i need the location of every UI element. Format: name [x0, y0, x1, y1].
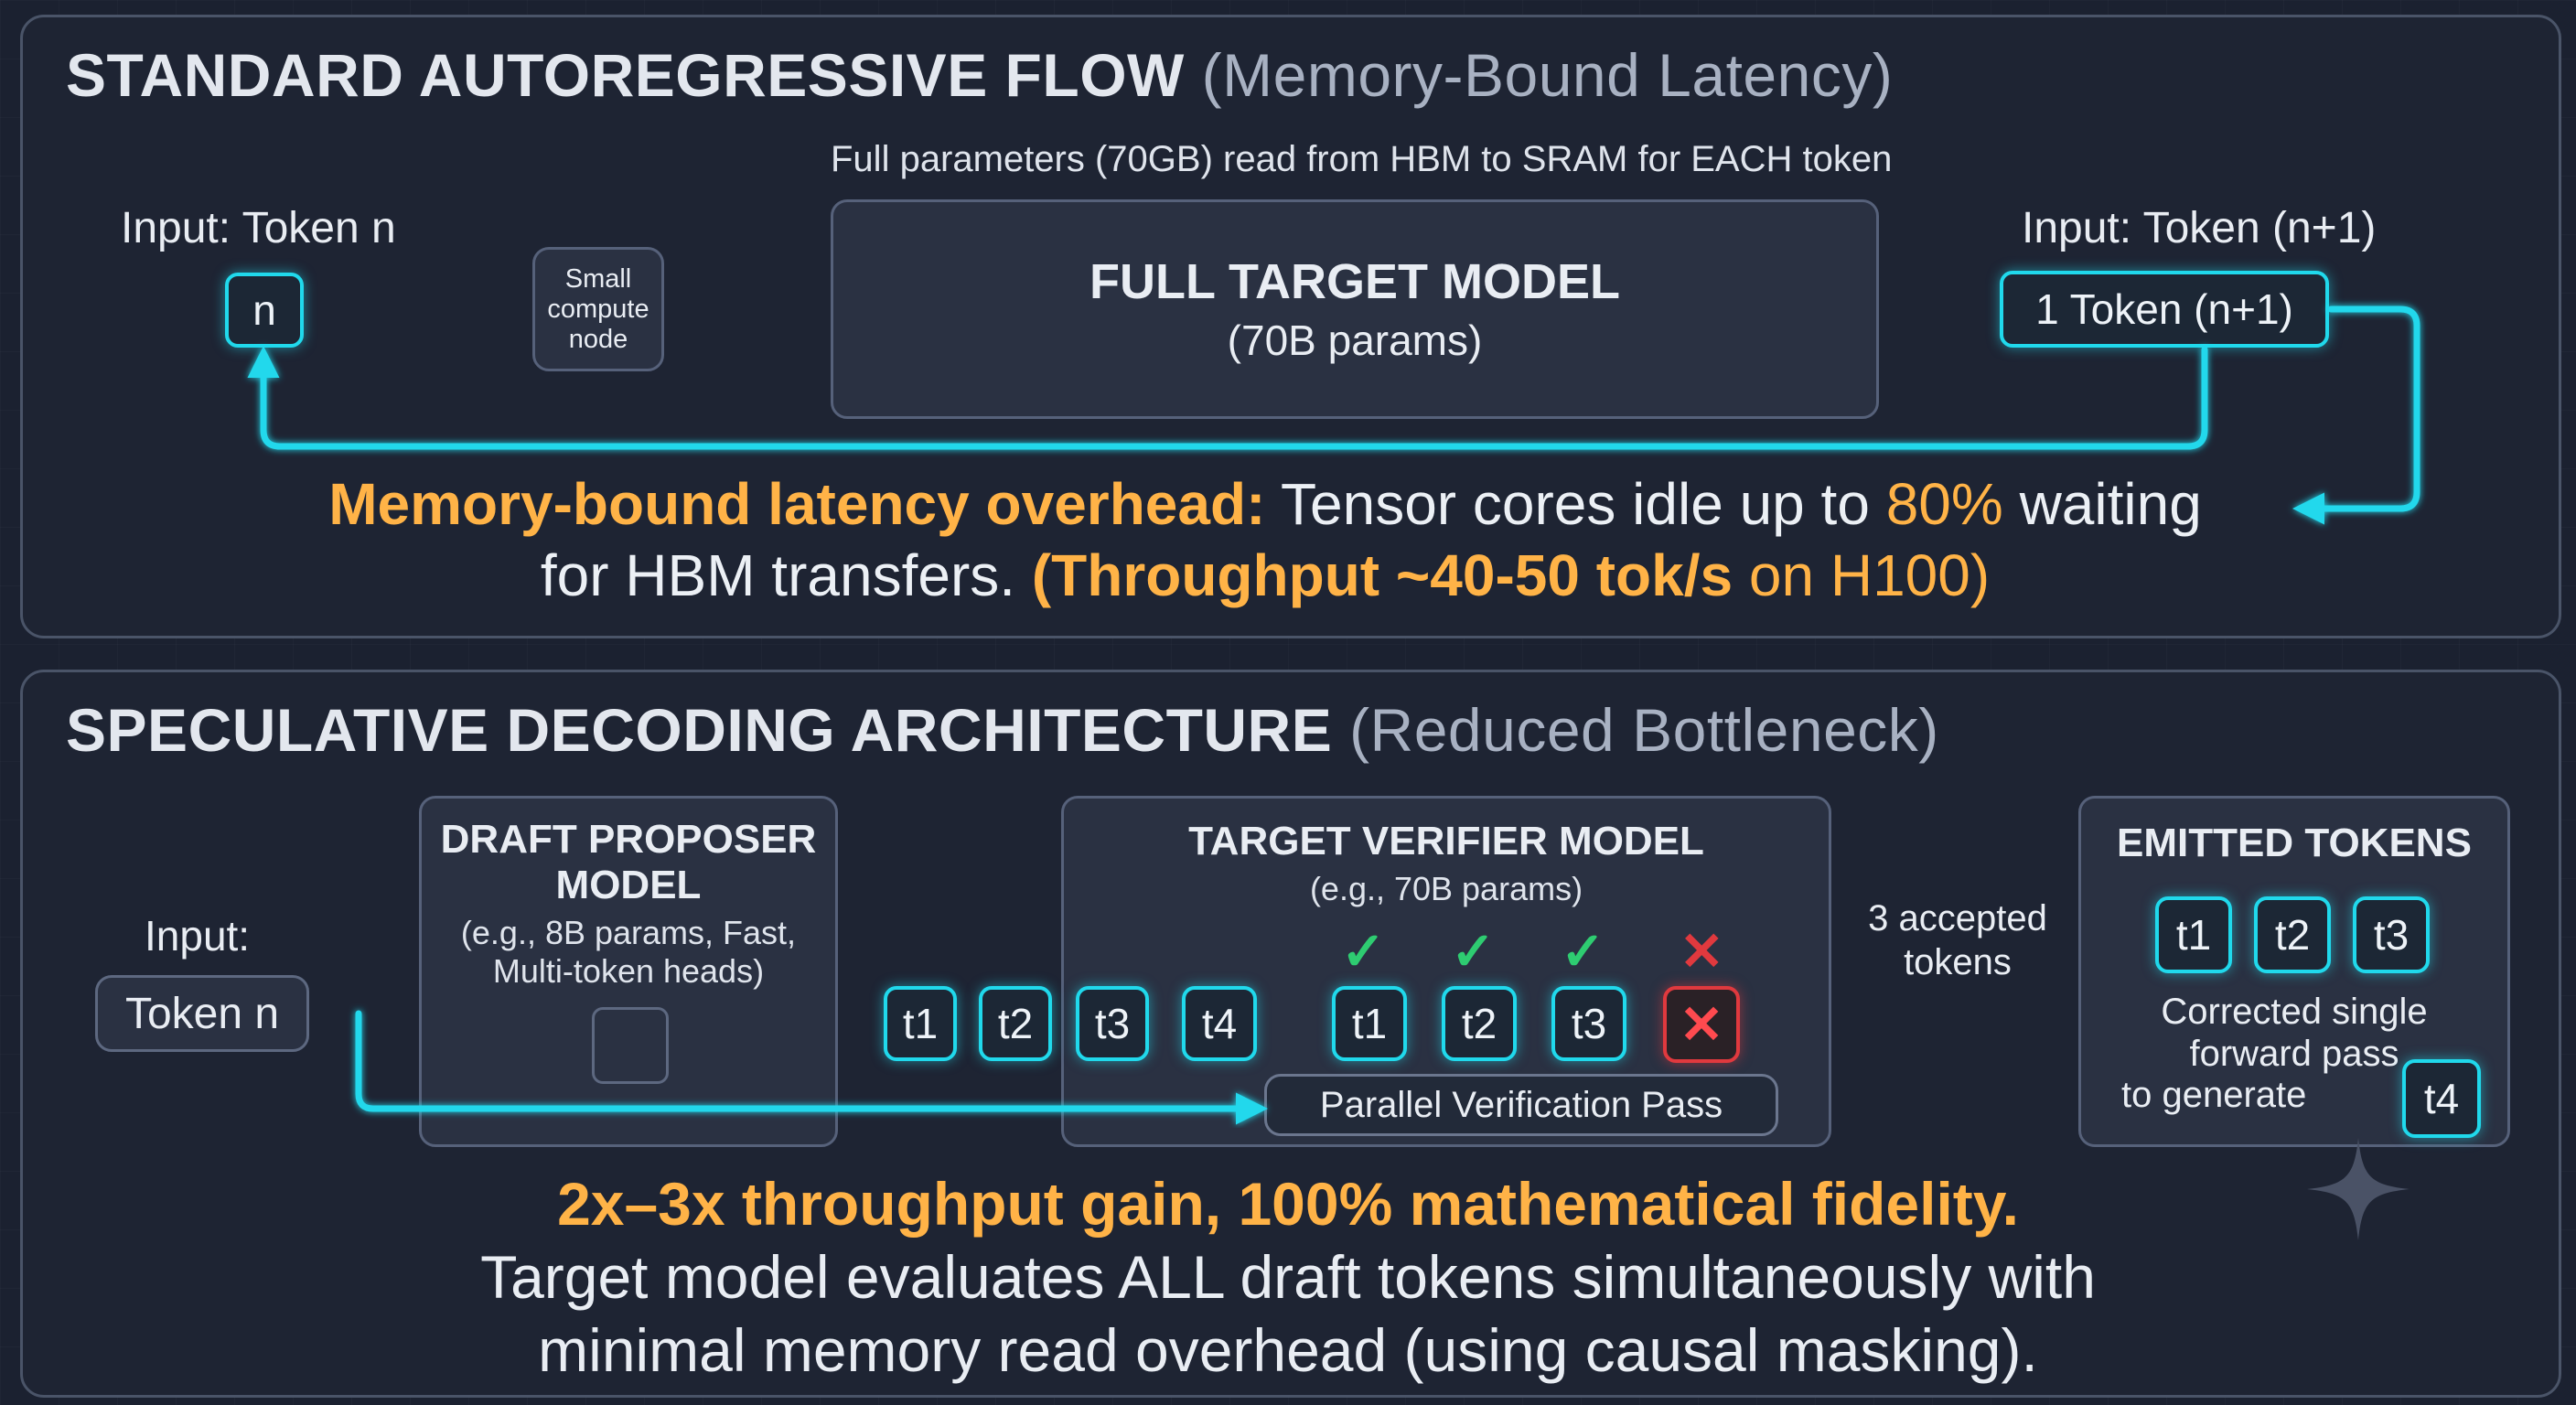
speculative-summary: 2x–3x throughput gain, 100% mathematical… — [0, 1167, 2576, 1387]
title-sub: (Memory-Bound Latency) — [1201, 41, 1894, 109]
latency-note: Memory-bound latency overhead: Tensor co… — [245, 468, 2285, 611]
output-token: 1 Token (n+1) — [2000, 271, 2329, 348]
note-percent: 80% — [1885, 471, 2003, 537]
arrow-input-to-parallel — [355, 1010, 1268, 1125]
corrected-line: Corrected single — [2161, 992, 2428, 1032]
summary-line: minimal memory read overhead (using caus… — [538, 1316, 2038, 1384]
rejected-token-x-icon: ✕ — [1663, 986, 1740, 1063]
verifier-title: TARGET VERIFIER MODEL — [1188, 819, 1704, 863]
arrow-output-to-note — [2292, 306, 2420, 525]
speculative-title: SPECULATIVE DECODING ARCHITECTURE (Reduc… — [66, 695, 1939, 765]
corrected-line: forward pass — [2189, 1034, 2399, 1074]
parallel-verification-pass: Parallel Verification Pass — [1264, 1074, 1778, 1136]
draft-sub: (e.g., 8B params, Fast, Multi-token head… — [460, 914, 797, 990]
accepted-label: 3 accepted tokens — [1868, 898, 2047, 982]
summary-line: Target model evaluates ALL draft tokens … — [480, 1243, 2096, 1311]
four-point-star-icon — [2307, 1138, 2410, 1240]
title-main: STANDARD AUTOREGRESSIVE FLOW — [66, 41, 1185, 109]
input-label: Input: Token n — [121, 204, 396, 252]
accept-check-icon: ✓ — [1561, 922, 1605, 981]
draft-proposer-model: DRAFT PROPOSER MODEL (e.g., 8B params, F… — [419, 796, 838, 1147]
spec-input-label: Input: — [145, 912, 251, 960]
note-text-b: waiting — [2002, 471, 2202, 537]
verified-token-t3: t3 — [1551, 986, 1626, 1061]
autoregressive-title: STANDARD AUTOREGRESSIVE FLOW (Memory-Bou… — [66, 40, 1893, 110]
title-sub: (Reduced Bottleneck) — [1349, 696, 1939, 764]
draft-token-t2: t2 — [979, 986, 1052, 1061]
note-highlight: Memory-bound latency overhead: — [328, 471, 1266, 537]
model-sub: (70B params) — [1227, 316, 1483, 364]
spec-input-token: Token n — [95, 975, 309, 1052]
draft-head-node — [592, 1007, 669, 1084]
feedback-loop — [247, 346, 2208, 450]
gain-headline: 2x–3x throughput gain, 100% mathematical… — [557, 1170, 2019, 1238]
param-note: Full parameters (70GB) read from HBM to … — [831, 139, 1893, 179]
corrected-note: Corrected single forward pass — [2081, 991, 2507, 1075]
verifier-sub: (e.g., 70B params) — [1309, 870, 1583, 907]
note-text-c: for HBM transfers. — [540, 542, 1032, 608]
draft-title: DRAFT PROPOSER MODEL — [440, 817, 817, 907]
emitted-token-t1: t1 — [2155, 896, 2232, 973]
note-throughput: (Throughput ~40-50 tok/s — [1031, 542, 1733, 608]
corrected-line: to generate — [2121, 1075, 2307, 1115]
reject-x-icon: ✕ — [1680, 922, 1724, 981]
accept-check-icon: ✓ — [1341, 922, 1386, 981]
title-main: SPECULATIVE DECODING ARCHITECTURE — [66, 696, 1333, 764]
emitted-token-t2: t2 — [2254, 896, 2331, 973]
emitted-title: EMITTED TOKENS — [2117, 820, 2472, 865]
emitted-token-t3: t3 — [2353, 896, 2430, 973]
note-text-d: on H100) — [1733, 542, 1991, 608]
verified-token-t2: t2 — [1442, 986, 1517, 1061]
note-text-a: Tensor cores idle up to — [1265, 471, 1886, 537]
verified-token-t1: t1 — [1332, 986, 1407, 1061]
model-title: FULL TARGET MODEL — [1089, 254, 1620, 309]
draft-token-t4: t4 — [1182, 986, 1257, 1061]
accept-check-icon: ✓ — [1451, 922, 1496, 981]
full-target-model: FULL TARGET MODEL (70B params) — [831, 199, 1879, 419]
output-label: Input: Token (n+1) — [2022, 204, 2377, 252]
